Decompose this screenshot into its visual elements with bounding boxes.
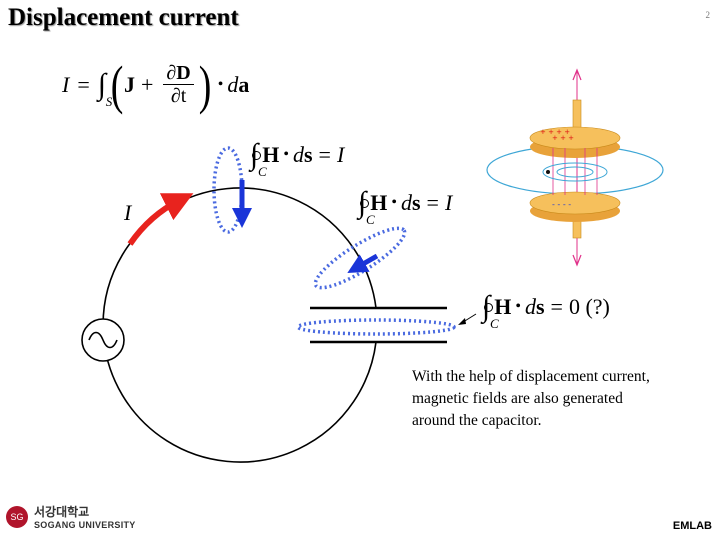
left-paren: ( bbox=[110, 55, 124, 115]
eq-equals: = bbox=[77, 72, 90, 97]
svg-text:- - - -: - - - - bbox=[552, 200, 571, 209]
contour-integral-sign: ∫C bbox=[482, 290, 499, 331]
current-label: I bbox=[124, 200, 132, 225]
current-arrow bbox=[127, 193, 194, 246]
page-number: 2 bbox=[705, 10, 711, 20]
partial-fraction: ∂D ∂t bbox=[163, 62, 194, 108]
university-name-en: SOGANG UNIVERSITY bbox=[34, 520, 136, 530]
university-name-kr: 서강대학교 bbox=[34, 505, 90, 519]
integral-sign: ∫S bbox=[97, 68, 113, 109]
eq-J: J bbox=[123, 72, 135, 97]
integral-sub: S bbox=[105, 94, 113, 109]
fraction-denominator: ∂t bbox=[170, 85, 187, 107]
lab-brand: EMLAB bbox=[672, 520, 712, 532]
capacitor-illustration: + + + + + + + - - - - bbox=[486, 68, 664, 267]
eq-d: d bbox=[227, 72, 239, 97]
eq-rhs: I bbox=[444, 190, 453, 215]
svg-text:+ + +: + + + bbox=[552, 134, 574, 142]
amperian-loop-3 bbox=[296, 318, 456, 336]
university-logo: SG 서강대학교 SOGANG UNIVERSITY bbox=[6, 503, 136, 530]
right-paren: ) bbox=[198, 55, 212, 115]
eq-a: a bbox=[238, 72, 250, 97]
ac-wave-icon bbox=[88, 331, 118, 349]
eq-dot: • bbox=[217, 76, 224, 93]
fraction-numerator: ∂D bbox=[163, 62, 194, 85]
eq-plus: + bbox=[140, 72, 154, 97]
field-arrow-2 bbox=[347, 253, 379, 273]
eq-H: H bbox=[262, 142, 280, 167]
svg-text:+ + + +: + + + + bbox=[540, 128, 570, 136]
caption-text: With the help of displacement current, m… bbox=[412, 368, 650, 429]
eq-lhs: I bbox=[62, 72, 70, 97]
eq-H: H bbox=[494, 294, 512, 319]
contour-integral-sign: ∫C bbox=[358, 186, 375, 227]
eq-H: H bbox=[370, 190, 388, 215]
pointer-arrow-head bbox=[458, 318, 466, 325]
eq-rhs: I bbox=[336, 142, 345, 167]
eq-rhs: 0 (?) bbox=[568, 294, 610, 319]
contour-integral-sign: ∫C bbox=[250, 138, 267, 179]
slide-title: Displacement current bbox=[8, 4, 239, 31]
university-seal: SG bbox=[6, 505, 28, 528]
